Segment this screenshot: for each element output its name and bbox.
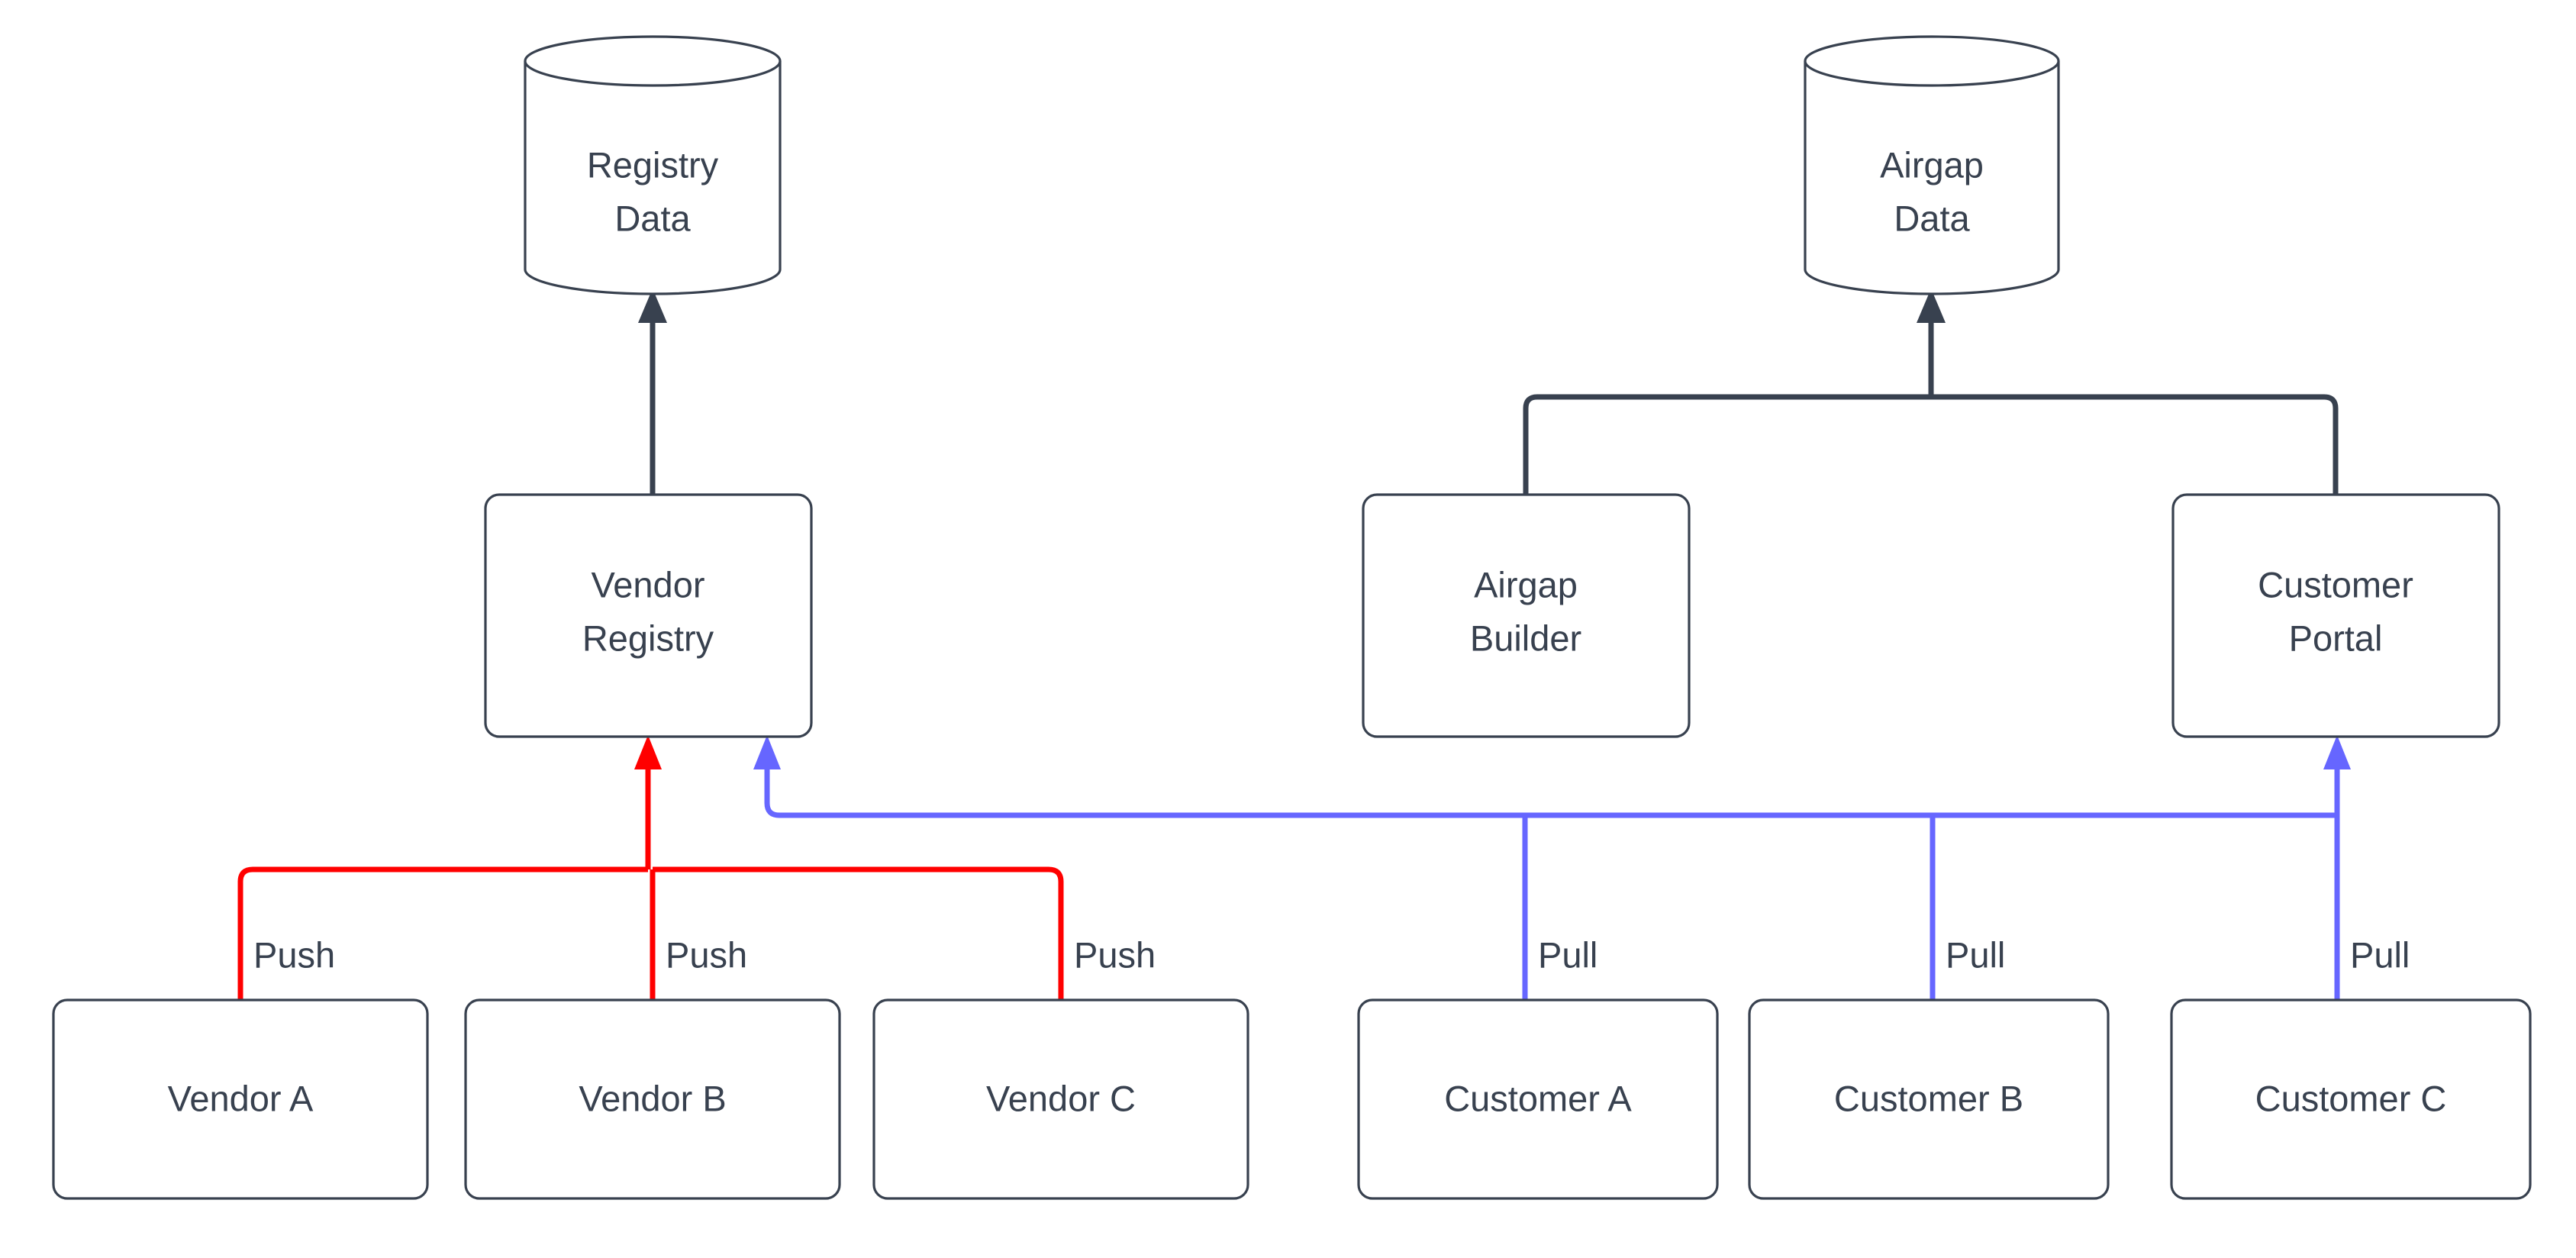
node-rect — [484, 493, 813, 738]
node-rect — [2171, 493, 2500, 738]
node-customer-b[interactable]: Customer B — [1748, 998, 2110, 1200]
datastore-label-line2: Data — [1894, 198, 1970, 238]
node-customer-portal[interactable]: Customer Portal — [2171, 493, 2500, 738]
edge-push-riser-to-vendor-registry — [634, 735, 662, 869]
node-rect — [1362, 493, 1691, 738]
datastore-airgap-data[interactable]: Airgap Data — [1804, 35, 2060, 295]
edge-line — [1931, 394, 2339, 495]
node-label: Vendor C — [986, 1078, 1136, 1118]
datastore-label-line1: Airgap — [1880, 144, 1984, 185]
edge-label-pull-3: Pull — [2350, 934, 2410, 975]
node-label: Customer A — [1444, 1078, 1632, 1118]
node-airgap-builder[interactable]: Airgap Builder — [1362, 493, 1691, 738]
arrowhead-icon — [638, 289, 667, 323]
edge-line — [653, 866, 1064, 1000]
node-label-line2: Builder — [1470, 618, 1581, 658]
cylinder-body — [524, 61, 782, 295]
edge-label-push-3: Push — [1074, 934, 1156, 975]
edge-label-push-2: Push — [666, 934, 747, 975]
arrowhead-icon — [1917, 289, 1946, 323]
arrowhead-icon — [2323, 735, 2351, 769]
edge-line — [764, 763, 2337, 818]
cylinder-body — [1804, 61, 2060, 295]
edge-label-pull-1: Pull — [1538, 934, 1598, 975]
node-rect — [464, 998, 841, 1200]
edge-label-push-1: Push — [253, 934, 335, 975]
datastore-registry-data[interactable]: Registry Data — [524, 35, 782, 295]
edge-airgap-data-riser — [1917, 289, 1946, 397]
node-vendor-c[interactable]: Vendor C — [872, 998, 1249, 1200]
edge-pull-trunk — [753, 735, 2337, 818]
edge-line — [237, 866, 648, 1000]
edge-vendor-c-push — [653, 866, 1064, 1000]
node-customer-a[interactable]: Customer A — [1357, 998, 1719, 1200]
node-label-line2: Registry — [582, 618, 714, 658]
node-label-line1: Customer — [2258, 564, 2413, 605]
cylinder-top-ellipse — [524, 35, 782, 87]
edge-label-pull-2: Pull — [1946, 934, 2005, 975]
node-rect — [2170, 998, 2532, 1200]
node-customer-c[interactable]: Customer C — [2170, 998, 2532, 1200]
node-rect — [872, 998, 1249, 1200]
edge-airgap-builder-to-airgap-data — [1523, 394, 1931, 495]
node-label: Vendor A — [168, 1078, 314, 1118]
node-label-line1: Vendor — [592, 564, 705, 605]
datastore-label-line2: Data — [614, 198, 691, 238]
datastore-label-line1: Registry — [587, 144, 719, 185]
node-vendor-b[interactable]: Vendor B — [464, 998, 841, 1200]
node-label: Customer B — [1834, 1078, 2023, 1118]
edge-vendor-registry-to-registry-data — [638, 289, 667, 495]
edge-customer-portal-to-airgap-data — [1931, 394, 2339, 495]
node-label-line1: Airgap — [1474, 564, 1578, 605]
arrowhead-icon — [753, 735, 781, 769]
node-label-line2: Portal — [2289, 618, 2383, 658]
node-rect — [1748, 998, 2110, 1200]
node-rect — [52, 998, 429, 1200]
node-label: Customer C — [2255, 1078, 2447, 1118]
cylinder-top-ellipse — [1804, 35, 2060, 87]
node-rect — [1357, 998, 1719, 1200]
node-label: Vendor B — [579, 1078, 726, 1118]
edge-vendor-a-push — [237, 866, 648, 1000]
edge-customer-c-pull — [2323, 735, 2351, 1000]
node-vendor-registry[interactable]: Vendor Registry — [484, 493, 813, 738]
node-vendor-a[interactable]: Vendor A — [52, 998, 429, 1200]
edge-line — [1523, 394, 1931, 495]
arrowhead-icon — [634, 735, 662, 769]
